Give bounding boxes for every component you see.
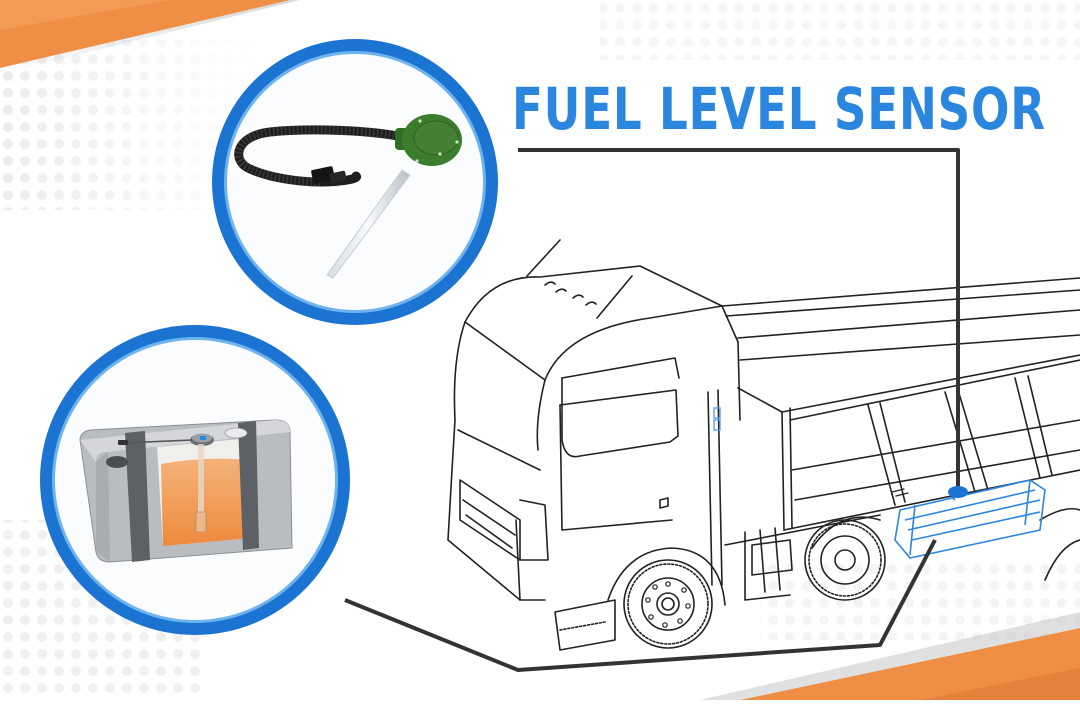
orange-swoosh-bottom-right xyxy=(700,612,1080,700)
leader-lines xyxy=(344,148,960,672)
orange-swoosh-top-left xyxy=(0,0,300,74)
sensor-connector-icon xyxy=(311,166,347,184)
highlighted-fuel-tank xyxy=(894,479,1046,559)
sensor-location-dot xyxy=(948,486,968,498)
truck-illustration xyxy=(447,239,1080,651)
fuel-tank-icon xyxy=(79,419,293,563)
banner-title: FUEL LEVEL SENSOR xyxy=(512,75,1046,143)
fuel-tank-inset xyxy=(40,325,350,635)
sensor-probe-icon xyxy=(326,169,411,279)
fuel-level-icon xyxy=(161,458,252,546)
sensor-photo-inset xyxy=(212,39,498,325)
cab-blue-marks xyxy=(713,407,721,431)
sensor-housing-icon xyxy=(395,114,462,166)
